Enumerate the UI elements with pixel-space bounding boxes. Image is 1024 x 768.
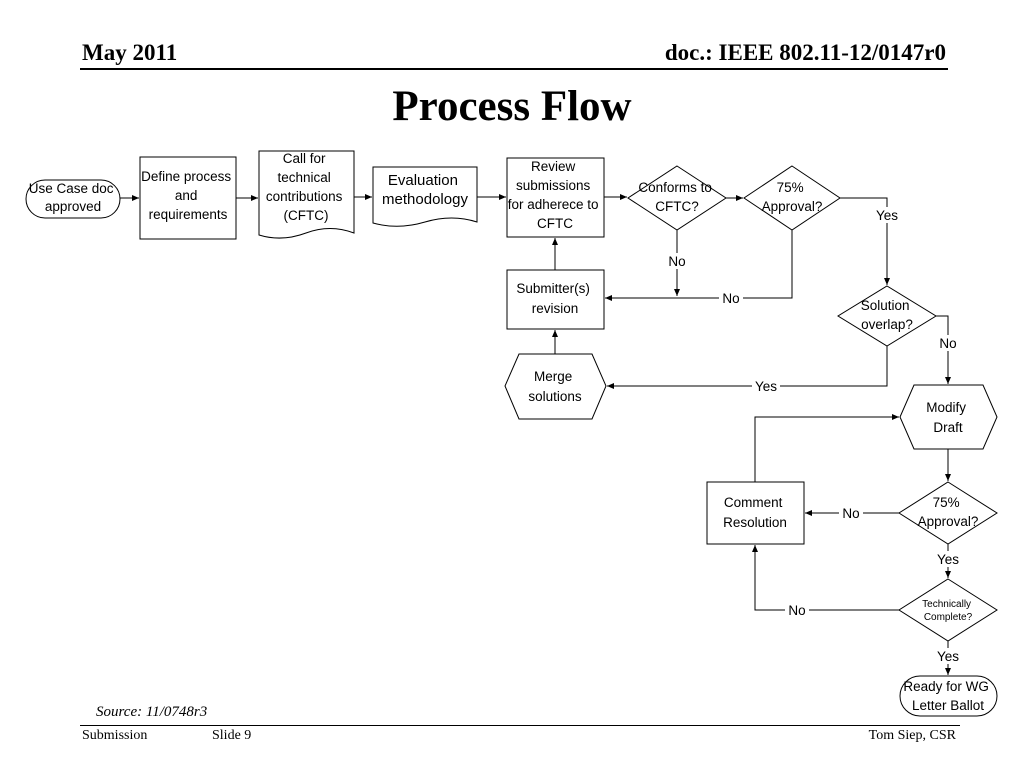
conforms-line-2: CFTC?: [655, 199, 699, 214]
svg-text:Define process and req: Define process and requirements: [141, 169, 235, 222]
svg-text:Conforms to CFTC?: Conforms to CFTC?: [638, 180, 715, 214]
svg-text:Call for technical con: Call for technical contributions (CFTC): [266, 151, 346, 223]
label-yes-overlap: Yes: [876, 208, 898, 223]
use-case-line-2: approved: [45, 199, 101, 214]
technically-line-2: Complete?: [924, 612, 973, 623]
label-yes-approval2: Yes: [937, 552, 959, 567]
solution-overlap-decision: [837, 285, 937, 347]
cftc-line-3: contributions: [266, 189, 343, 204]
svg-text:Solution overlap?: Solution overlap?: [861, 298, 914, 332]
svg-text:Review submissions for: Review submissions for adherece to CFTC: [508, 159, 603, 231]
footer-rule: [80, 725, 960, 726]
edge-comment-modify: [754, 414, 899, 482]
comment-line-1: Comment: [724, 495, 783, 510]
approval2-line-1: 75%: [933, 495, 960, 510]
define-line-2: and: [175, 188, 198, 203]
svg-text:Modify Draft: Modify Draft: [926, 400, 970, 435]
edge-approval-no-submitter: [605, 230, 793, 301]
define-line-1: Define process: [141, 169, 231, 184]
cftc-line-2: technical: [277, 170, 330, 185]
submitter-revision-box: [506, 269, 605, 330]
overlap-line-2: overlap?: [861, 317, 913, 332]
svg-text:Submitter(s) revision: Submitter(s) revision: [516, 281, 593, 316]
ready-terminator: [899, 675, 998, 717]
technically-line-1: Technically: [922, 599, 971, 610]
header-date: May 2011: [82, 40, 178, 65]
footer-slide-number: Slide 9: [212, 728, 252, 743]
svg-text:Evaluation methodology: Evaluation methodology: [382, 172, 468, 208]
header-doc-id: doc.: IEEE 802.11-12/0147r0: [664, 40, 946, 65]
svg-text:Ready for WG Letter Ballot: Ready for WG Letter Ballot: [903, 679, 992, 713]
submitter-line-1: Submitter(s): [516, 281, 590, 296]
modify-draft-hexagon: [899, 384, 998, 450]
svg-text:Technically Complete?: Technically Complete?: [922, 599, 974, 623]
review-submissions-box: [506, 157, 605, 238]
footer-author: Tom Siep, CSR: [868, 728, 956, 743]
svg-text:Merge solutions: Merge solutions: [528, 369, 582, 404]
header-rule: [80, 68, 948, 70]
approval-decision-1: [743, 165, 841, 231]
svg-text:75% Approval?: 75% Approval?: [762, 180, 823, 214]
label-yes-technically: Yes: [937, 649, 959, 664]
cftc-line-1: Call for: [283, 151, 326, 166]
svg-text:75% Approval?: 75% Approval?: [918, 495, 979, 529]
review-line-4: CFTC: [537, 216, 573, 231]
define-line-3: requirements: [149, 207, 228, 222]
merge-solutions-hexagon: [504, 353, 607, 420]
review-line-1: Review: [531, 159, 576, 174]
cftc-document: [258, 150, 355, 239]
approval1-line-2: Approval?: [762, 199, 823, 214]
edge-approval-yes-overlap: [840, 197, 890, 285]
svg-text:Comment Resolution: Comment Resolution: [723, 495, 787, 530]
review-line-2: submissions: [516, 178, 591, 193]
label-no-conforms: No: [668, 254, 685, 269]
source-citation: Source: 11/0748r3: [96, 704, 208, 720]
merge-line-2: solutions: [528, 389, 582, 404]
ready-line-2: Letter Ballot: [912, 698, 984, 713]
merge-line-1: Merge: [534, 369, 572, 384]
footer-submission: Submission: [82, 728, 148, 743]
approval2-line-2: Approval?: [918, 514, 979, 529]
submitter-line-2: revision: [532, 301, 579, 316]
comment-line-2: Resolution: [723, 515, 787, 530]
label-yes-merge: Yes: [755, 379, 777, 394]
review-line-3: for adherece to: [508, 197, 599, 212]
svg-text:Use Case doc approved: Use Case doc approved: [29, 181, 118, 214]
overlap-line-1: Solution: [861, 298, 910, 313]
ready-line-1: Ready for WG: [903, 679, 989, 694]
conforms-decision: [627, 165, 727, 231]
label-no-technically: No: [788, 603, 805, 618]
comment-resolution-box: [706, 481, 805, 545]
edge-overlap-no-modify: [936, 315, 951, 384]
label-no-approval1: No: [722, 291, 739, 306]
modify-line-1: Modify: [926, 400, 966, 415]
cftc-line-4: (CFTC): [284, 208, 329, 223]
use-case-line-1: Use Case doc: [29, 181, 114, 196]
edge-overlap-yes-merge: [607, 346, 888, 389]
label-no-approval2: No: [842, 506, 859, 521]
technically-complete-decision: [898, 578, 998, 642]
approval-decision-2: [898, 481, 998, 545]
modify-line-2: Draft: [933, 420, 963, 435]
evaluation-line-2: methodology: [382, 191, 468, 208]
conforms-line-1: Conforms to: [638, 180, 712, 195]
use-case-terminator: [25, 179, 121, 219]
slide-title: Process Flow: [392, 83, 632, 130]
label-no-overlap: No: [939, 336, 956, 351]
edge-technically-no-comment: [752, 545, 899, 611]
approval1-line-1: 75%: [777, 180, 804, 195]
define-process-box: [139, 156, 237, 240]
evaluation-line-1: Evaluation: [388, 172, 458, 189]
evaluation-document: [372, 166, 478, 227]
